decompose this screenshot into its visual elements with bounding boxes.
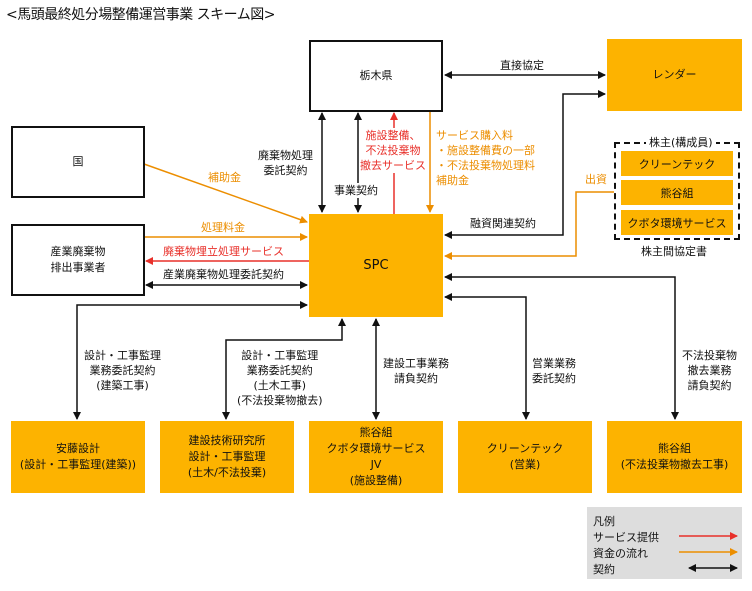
- industrial-contract-label: 産業廃棄物処理委託契約: [163, 268, 284, 281]
- financing-line: [444, 90, 606, 239]
- legend-item-service: サービス提供: [593, 531, 659, 544]
- node-spc: SPC: [309, 214, 443, 317]
- subsidy-line: [143, 163, 308, 224]
- construction-label: 建設工事業務 請負契約: [383, 357, 449, 385]
- design-arch-line: [73, 301, 308, 420]
- legend-arrows: [679, 532, 738, 572]
- shareholder-item: クリーンテック: [621, 151, 733, 176]
- node-ando: 安藤設計 (設計・工事監理(建築)): [11, 421, 145, 493]
- shareholder-item: 熊谷組: [621, 180, 733, 205]
- node-kuni: 国: [11, 126, 145, 198]
- business-contract-label: 事業契約: [334, 183, 378, 198]
- node-cleantech: クリーンテック (営業): [458, 421, 592, 493]
- node-kumagai-removal: 熊谷組 (不法投棄物撤去工事): [607, 421, 742, 493]
- shareholder-agreement-label: 株主間協定書: [641, 245, 707, 258]
- subsidy-label: 補助金: [208, 171, 241, 184]
- service-red-label: 施設整備、 不法投棄物 撤去サービス: [360, 128, 426, 173]
- legend: 凡例 サービス提供 資金の流れ 契約: [587, 507, 742, 579]
- removal-line: [444, 273, 679, 420]
- node-tochigi: 栃木県: [309, 40, 443, 112]
- shareholders-title: 株主(構成員): [646, 134, 716, 150]
- sales-line: [444, 293, 530, 420]
- investment-line: [444, 191, 614, 260]
- financing-contract-label: 融資関連契約: [470, 217, 536, 230]
- direct-agreement-label: 直接協定: [500, 59, 544, 72]
- diagram-title: <馬頭最終処分場整備運営事業 スキーム図>: [6, 7, 276, 23]
- node-jv: 熊谷組 クボタ環境サービス JV (施設整備): [309, 421, 443, 493]
- removal-label: 不法投棄物 撤去業務 請負契約: [682, 349, 737, 392]
- design-arch-label: 設計・工事監理 業務委託契約 (建築工事): [84, 349, 161, 392]
- design-civil-line: [222, 318, 346, 420]
- service-purchase-label: サービス購入料 ・施設整備費の一部 ・不法投棄物処理料 補助金: [436, 129, 535, 187]
- shareholder-item: クボタ環境サービス: [621, 210, 733, 235]
- landfill-service-label: 廃棄物埋立処理サービス: [163, 245, 284, 258]
- node-kensetsu-gijutsu: 建設技術研究所 設計・工事監理 (土木/不法投棄): [160, 421, 294, 493]
- node-lender: レンダー: [607, 39, 742, 111]
- investment-label: 出資: [585, 173, 607, 186]
- waste-contract-label: 廃棄物処理 委託契約: [258, 149, 313, 177]
- legend-title: 凡例: [593, 515, 615, 528]
- sales-label: 営業業務 委託契約: [532, 357, 576, 385]
- processing-fee-label: 処理料金: [201, 221, 245, 234]
- design-civil-label: 設計・工事監理 業務委託契約 (土木工事) (不法投棄物撤去): [237, 349, 323, 407]
- legend-item-contract: 契約: [593, 563, 615, 576]
- legend-item-money: 資金の流れ: [593, 547, 648, 560]
- node-haishutsu: 産業廃棄物 排出事業者: [11, 224, 145, 296]
